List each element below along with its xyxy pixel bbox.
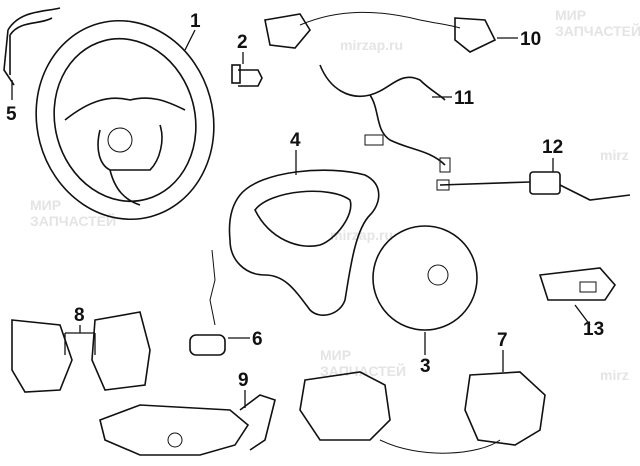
switch-assembly-right <box>299 371 546 454</box>
clock-spring-sensor <box>189 249 226 356</box>
control-module-bracket <box>264 11 497 53</box>
watermark-text: ЗАПЧАСТЕЙ <box>30 212 116 229</box>
callout-4: 4 <box>290 130 301 151</box>
callout-9: 9 <box>238 370 249 391</box>
callout-1: 1 <box>190 11 201 32</box>
callout-leaders <box>11 29 591 408</box>
watermark: МИР ЗАПЧАСТЕЙ МИР ЗАПЧАСТЕЙ МИР ЗАПЧАСТЕ… <box>30 7 640 383</box>
callout-11: 11 <box>454 88 475 109</box>
watermark-url: mirzap.ru <box>330 227 393 243</box>
callout-2: 2 <box>237 32 248 53</box>
callout-5: 5 <box>6 104 17 125</box>
callout-8: 8 <box>74 305 85 326</box>
callout-labels: 1 2 3 4 5 6 7 8 9 10 11 12 13 <box>6 11 604 391</box>
antenna-harness <box>436 171 631 201</box>
wire-harness <box>319 64 451 173</box>
watermark-text: МИР <box>30 197 61 213</box>
callout-6: 6 <box>252 329 263 350</box>
callout-3: 3 <box>420 356 431 377</box>
trim-cover <box>228 169 380 316</box>
watermark-url: mirzap.ru <box>340 37 403 53</box>
bolt <box>231 64 263 87</box>
airbag-module <box>372 225 478 331</box>
watermark-url: mirz <box>600 147 629 163</box>
wire-harness-strip <box>3 7 61 86</box>
paddle-shifters <box>11 311 151 393</box>
switch-assembly-bottom <box>99 394 276 456</box>
watermark-text: МИР <box>320 347 351 363</box>
callout-13: 13 <box>583 319 604 340</box>
watermark-url: mirz <box>600 367 629 383</box>
watermark-text: МИР <box>555 7 586 23</box>
steering-wheel <box>35 19 215 221</box>
watermark-text: ЗАПЧАСТЕЙ <box>555 22 640 39</box>
control-module <box>538 267 617 301</box>
callout-12: 12 <box>542 137 563 158</box>
callout-10: 10 <box>520 29 541 50</box>
callout-7: 7 <box>497 330 508 351</box>
